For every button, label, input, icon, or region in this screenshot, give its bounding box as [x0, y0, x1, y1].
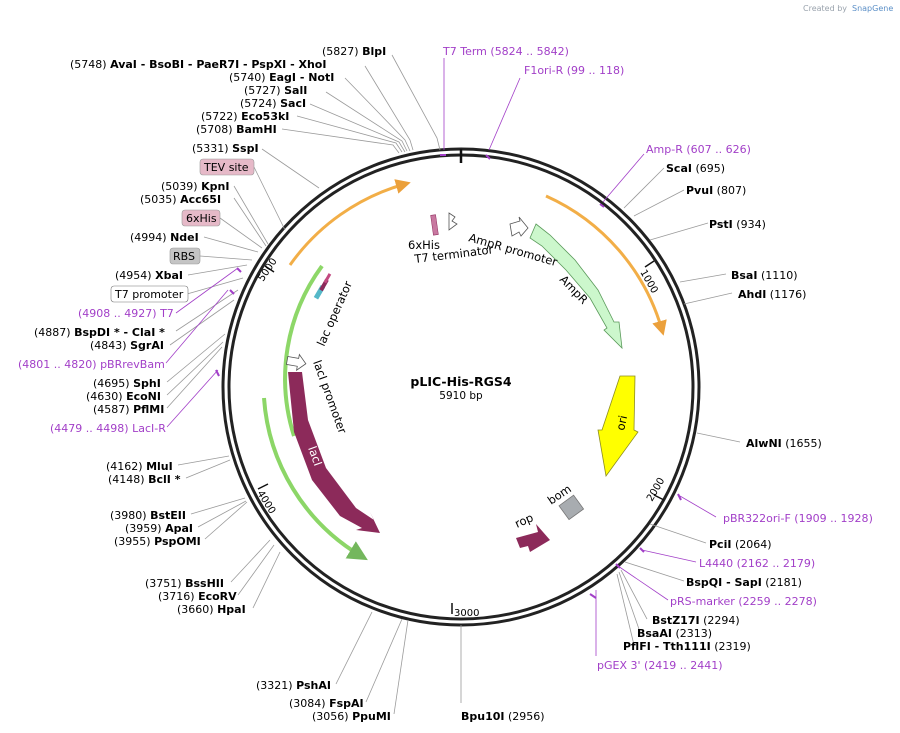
site-label: (4954) XbaI: [115, 269, 183, 282]
plasmid-name: pLIC-His-RGS4: [410, 374, 511, 389]
feature-label-ori: ori: [613, 414, 630, 432]
bom-box: [558, 494, 585, 521]
site-label: (4587) PflMI: [93, 403, 164, 416]
primer-label: pGEX 3' (2419 .. 2441): [597, 659, 723, 672]
t7-promoter-label: T7 promoter: [114, 288, 184, 301]
site-label: BsaI (1110): [731, 269, 798, 282]
site-label: (4148) BclI *: [108, 473, 181, 486]
tick-marks: [257, 260, 665, 614]
site-label: BsaAI (2313): [637, 627, 712, 640]
site-label: (3955) PspOMI: [114, 535, 201, 548]
green-arc-outer: [283, 264, 324, 437]
site-label: (3321) PshAI: [256, 679, 331, 692]
feature-label-rop: rop: [513, 510, 536, 530]
t7-promoter-box: [110, 285, 189, 303]
site-label: (4994) NdeI: [130, 231, 199, 244]
orf-arc-top-right: [545, 194, 667, 336]
site-label: (5035) Acc65I: [140, 193, 221, 206]
ampr-arrow: [529, 223, 623, 350]
primer-labels: T7 Term (5824 .. 5842) F1ori-R (99 .. 11…: [18, 45, 873, 672]
primer-label: T7 Term (5824 .. 5842): [442, 45, 569, 58]
site-label: (5039) KpnI: [161, 180, 229, 193]
tev-site-box: [199, 158, 255, 176]
leader-lines: [166, 54, 741, 715]
site-label: BstZ17I (2294): [652, 614, 740, 627]
site-label: (4162) MluI: [106, 460, 173, 473]
rbs-cluster-box: [323, 273, 332, 284]
site-label: (4695) SphI: [93, 377, 161, 390]
plasmid-length: 5910 bp: [439, 390, 483, 402]
site-label: Bpu10I (2956): [461, 710, 545, 723]
site-label: (4843) SgrAI: [90, 339, 164, 352]
site-label: (3959) ApaI: [125, 522, 193, 535]
feature-label-sixhis: 6xHis: [408, 238, 440, 252]
site-label: AlwNI (1655): [746, 437, 822, 450]
site-label: (5748) AvaI - BsoBI - PaeR7I - PspXI - X…: [70, 58, 326, 71]
primer-label: pRS-marker (2259 .. 2278): [670, 595, 817, 608]
site-label: (3660) HpaI: [177, 603, 246, 616]
primer-label: L4440 (2162 .. 2179): [699, 557, 815, 570]
site-label: (5331) SspI: [192, 142, 259, 155]
snapgene-logo: SnapGene: [852, 4, 893, 13]
rop-arrow: [516, 524, 550, 552]
sixhis-box: [430, 214, 439, 236]
site-label: ScaI (695): [666, 162, 725, 175]
green-arc-lower: [262, 397, 368, 561]
primer-label: pBR322ori-F (1909 .. 1928): [723, 512, 873, 525]
amprprom-arrow: [509, 216, 529, 237]
site-label: (5722) Eco53kI: [201, 110, 289, 123]
site-label: (3084) FspAI: [289, 697, 364, 710]
tev-site-label: TEV site: [203, 161, 249, 174]
site-label: (4630) EcoNI: [86, 390, 161, 403]
laciprom-arrow: [285, 353, 307, 372]
orf-arc-top-left: [288, 179, 411, 266]
site-label: PstI (934): [709, 218, 766, 231]
sixhis-tag-box: [181, 209, 221, 227]
site-label: PflFI - Tth111I (2319): [623, 640, 751, 653]
primer-label: (4908 .. 4927) T7: [78, 307, 174, 320]
site-label: (5724) SacI: [240, 97, 306, 110]
site-label: (3980) BstEII: [110, 509, 186, 522]
feature-label-laci: lacI: [305, 444, 325, 468]
restriction-site-labels: (5827) BlpI (5748) AvaI - BsoBI - PaeR7I…: [34, 45, 822, 723]
tick-label-3000: 3000: [454, 608, 479, 619]
primer-label: (4479 .. 4498) LacI-R: [50, 422, 166, 435]
site-label: (5740) EagI - NotI: [229, 71, 334, 84]
laci-arrow: [288, 372, 380, 533]
site-label: BspQI - SapI (2181): [686, 576, 802, 589]
site-label: AhdI (1176): [738, 288, 806, 301]
site-label: (5708) BamHI: [196, 123, 277, 136]
credit-prefix: Created by: [803, 4, 847, 13]
primer-label: Amp-R (607 .. 626): [646, 143, 751, 156]
primer-leaders: [165, 58, 717, 656]
site-label: (3716) EcoRV: [158, 590, 237, 603]
rbs-label: RBS: [173, 250, 195, 263]
site-label: PvuI (807): [686, 184, 746, 197]
primer-label: (4801 .. 4820) pBRrevBam: [18, 358, 165, 371]
site-label: (4887) BspDI * - ClaI *: [34, 326, 165, 339]
site-label: (5827) BlpI: [322, 45, 386, 58]
t7term-glyph: [448, 212, 458, 231]
site-label: (5727) SalI: [244, 84, 307, 97]
sixhis-tag-label: 6xHis: [186, 212, 217, 225]
ori-arrow: [597, 375, 639, 477]
primer-marks: [215, 154, 682, 599]
site-label: (3751) BssHII: [145, 577, 224, 590]
site-label: PciI (2064): [709, 538, 772, 551]
feature-label-laciprom: lacI promoter: [310, 358, 350, 435]
primer-label: F1ori-R (99 .. 118): [524, 64, 624, 77]
rbs-box: [169, 247, 201, 265]
site-label: (3056) PpuMI: [312, 710, 391, 723]
